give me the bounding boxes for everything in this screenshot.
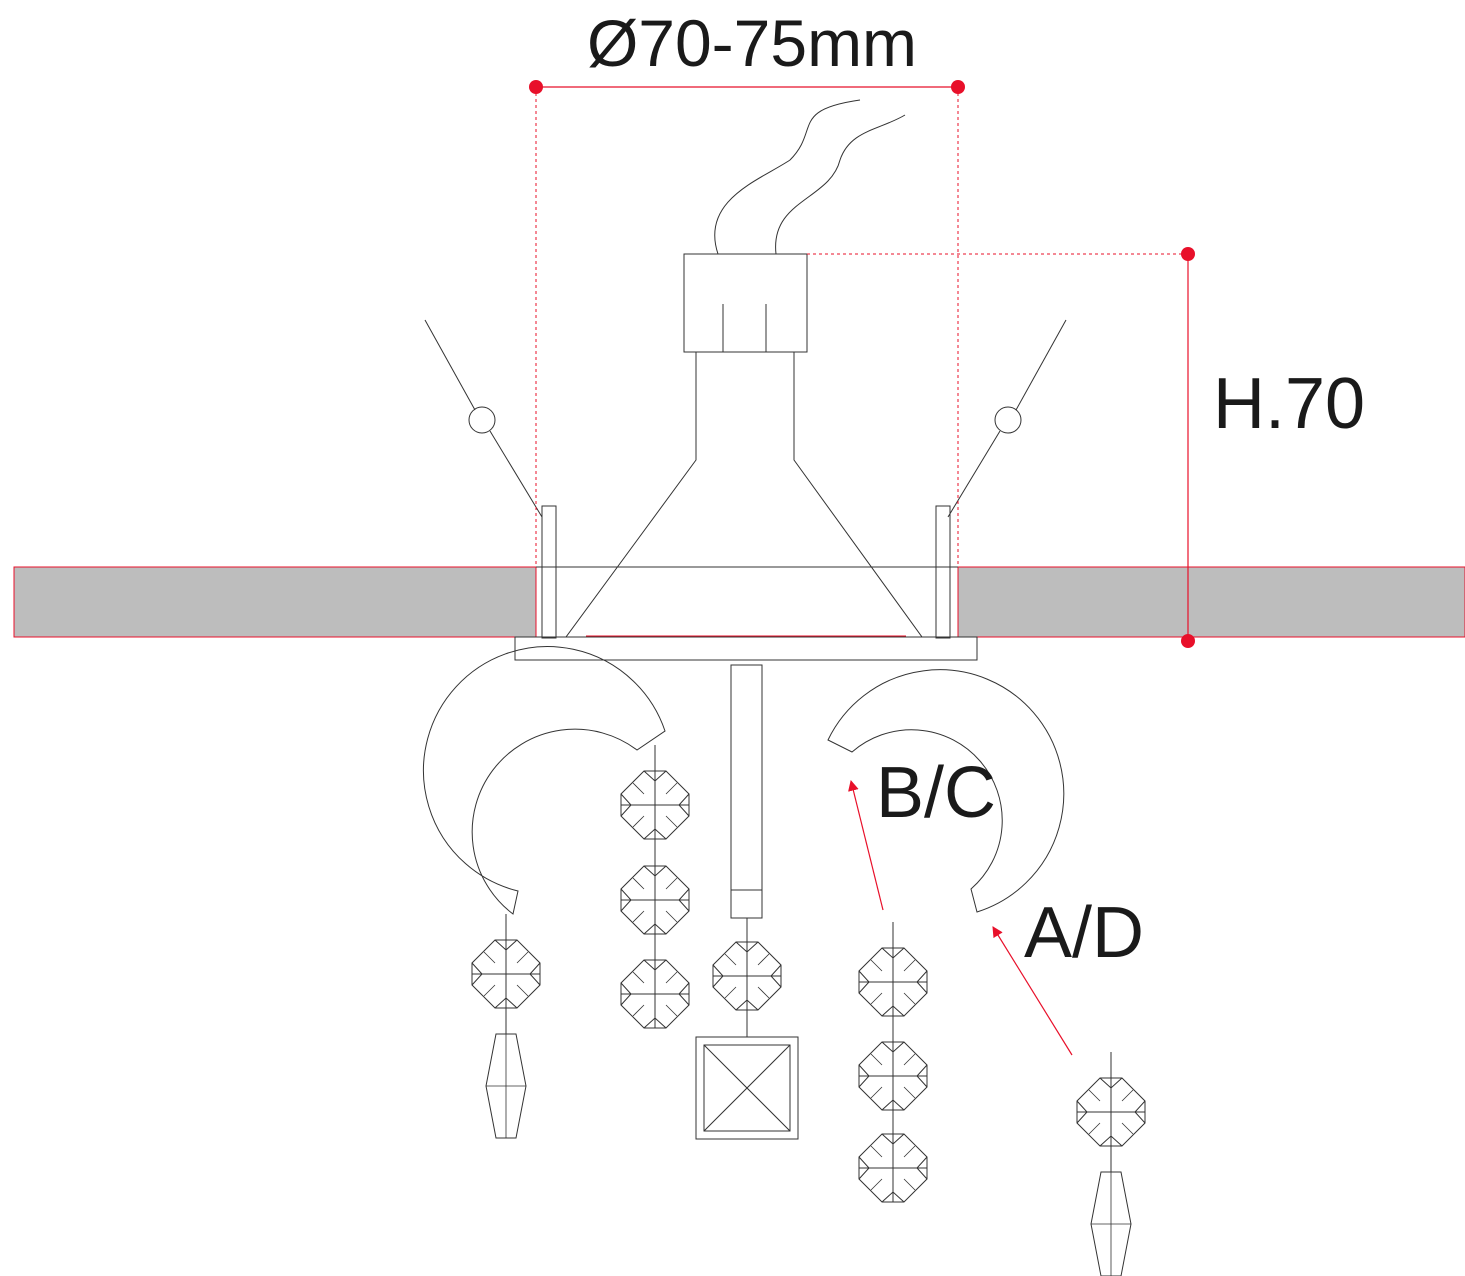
spring-clip-left (424, 319, 543, 518)
ad-label: A/D (1024, 893, 1144, 973)
power-wires (714, 99, 906, 255)
diameter-dimension (529, 80, 965, 567)
bc-arrow (848, 779, 884, 911)
bc-label: B/C (876, 753, 996, 833)
crystal-strand-bc (858, 922, 928, 1203)
ad-arrow (992, 926, 1073, 1056)
spring-clip-right (947, 319, 1067, 518)
crystal-ring-right (827, 669, 1065, 913)
crystal-ring-left (422, 646, 666, 915)
lamp-housing (514, 351, 978, 661)
diameter-label: Ø70-75mm (587, 6, 917, 80)
crystal-pendant-left (471, 914, 541, 1139)
lamp-socket (683, 253, 808, 353)
clip-tab-right (935, 505, 951, 639)
ceiling-slab-right (957, 566, 1465, 638)
ceiling-slab-left (13, 566, 537, 638)
crystal-pendant-center (695, 664, 799, 1140)
height-dimension (807, 247, 1195, 648)
height-label: H.70 (1213, 364, 1365, 444)
clip-tab-left (541, 505, 557, 639)
crystal-strand-three-beads (620, 745, 690, 1029)
crystal-pendant-ad (1076, 1052, 1146, 1276)
